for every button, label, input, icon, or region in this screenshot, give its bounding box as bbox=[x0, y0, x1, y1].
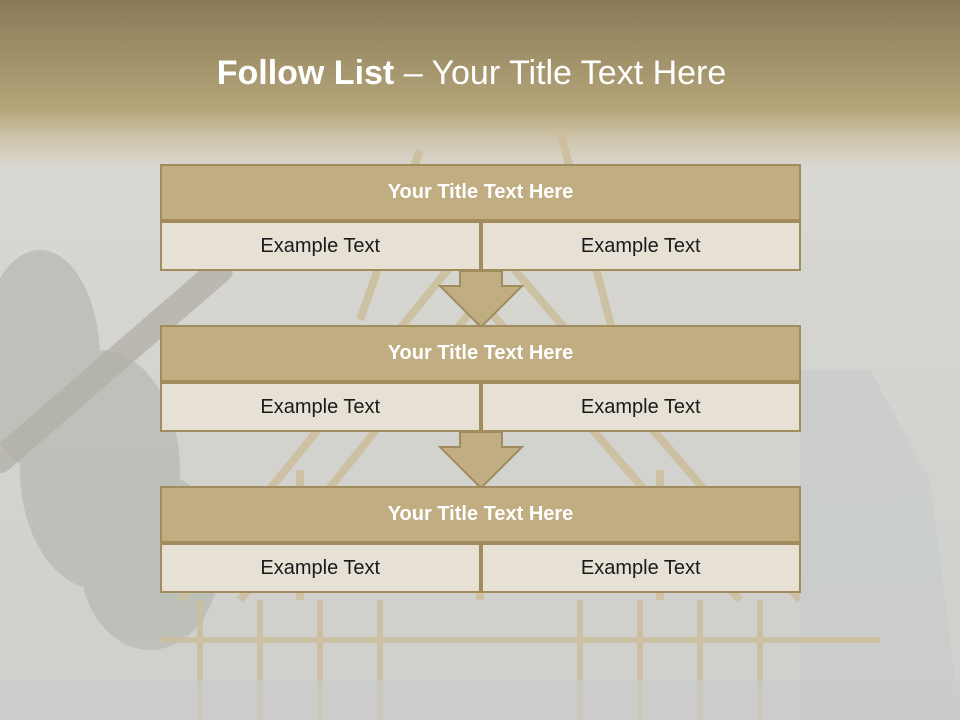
block-2-header[interactable]: Your Title Text Here bbox=[160, 325, 801, 382]
block-2-cell-right[interactable]: Example Text bbox=[480, 382, 801, 432]
slide-title[interactable]: Follow List – Your Title Text Here bbox=[0, 54, 943, 93]
block-1-cell-right[interactable]: Example Text bbox=[480, 221, 801, 271]
block-3-row: Example Text Example Text bbox=[160, 543, 801, 593]
block-1-row: Example Text Example Text bbox=[160, 221, 801, 271]
list-block-3: Your Title Text Here Example Text Exampl… bbox=[160, 486, 801, 593]
slide-title-strong: Follow List bbox=[216, 54, 395, 92]
block-1-header[interactable]: Your Title Text Here bbox=[160, 164, 801, 221]
slide-title-rest: – Your Title Text Here bbox=[394, 54, 727, 92]
block-1-cell-left[interactable]: Example Text bbox=[160, 221, 481, 271]
down-arrow-icon bbox=[438, 431, 524, 489]
block-2-cell-left[interactable]: Example Text bbox=[160, 382, 481, 432]
block-3-cell-left[interactable]: Example Text bbox=[160, 543, 481, 593]
block-2-row: Example Text Example Text bbox=[160, 382, 801, 432]
list-block-2: Your Title Text Here Example Text Exampl… bbox=[160, 325, 801, 432]
block-3-header[interactable]: Your Title Text Here bbox=[160, 486, 801, 543]
block-3-cell-right[interactable]: Example Text bbox=[480, 543, 801, 593]
list-block-1: Your Title Text Here Example Text Exampl… bbox=[160, 164, 801, 271]
down-arrow-icon bbox=[438, 270, 524, 328]
